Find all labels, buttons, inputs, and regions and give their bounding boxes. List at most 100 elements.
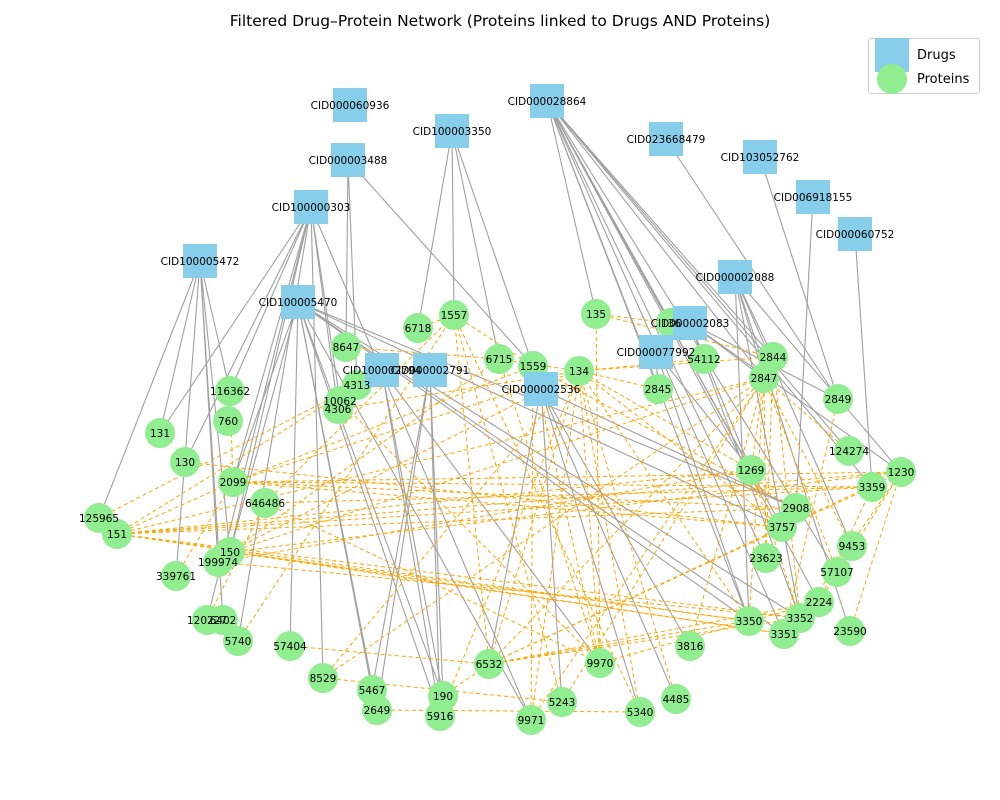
- protein-node-1269: [736, 455, 766, 485]
- drug-protein-edge: [546, 100, 597, 315]
- drug-protein-edge: [759, 156, 839, 400]
- protein-protein-edge: [488, 620, 750, 665]
- drug-protein-edge: [429, 369, 444, 697]
- protein-label: 5740: [225, 636, 252, 648]
- drug-node-CID006918155: [796, 180, 830, 214]
- protein-node-130: [170, 447, 200, 477]
- protein-protein-edge: [116, 469, 752, 535]
- drug-protein-edge: [488, 388, 542, 665]
- protein-protein-edge: [488, 471, 902, 665]
- protein-protein-edge: [229, 377, 765, 553]
- protein-label: 190: [433, 691, 453, 703]
- graph-nodes: [84, 84, 916, 735]
- protein-label: 1557: [441, 310, 468, 322]
- protein-label: 2099: [220, 477, 247, 489]
- drug-protein-edge: [310, 206, 532, 721]
- protein-protein-edge: [116, 486, 873, 535]
- protein-protein-edge: [453, 314, 534, 367]
- drug-label: CID100003350: [413, 126, 492, 138]
- protein-label: 2649: [364, 705, 391, 717]
- protein-label: 199974: [198, 557, 238, 569]
- protein-label: 5467: [359, 685, 386, 697]
- drug-label: CID103052762: [721, 152, 800, 164]
- protein-protein-edge: [116, 377, 765, 535]
- protein-node-6402: [208, 605, 238, 635]
- protein-label: 2847: [751, 373, 778, 385]
- legend-drugs-label: Drugs: [917, 47, 956, 63]
- drug-label: CID000060936: [311, 100, 390, 112]
- protein-node-2849: [823, 384, 853, 414]
- protein-node-2845: [643, 374, 673, 404]
- protein-label: 8647: [333, 342, 360, 354]
- protein-node-2099: [218, 467, 248, 497]
- drug-node-CID000002083: [673, 306, 707, 340]
- protein-label: 135: [586, 309, 606, 321]
- protein-protein-edge: [232, 481, 783, 528]
- protein-label: 4313: [344, 380, 371, 392]
- protein-protein-edge: [98, 384, 358, 519]
- chart-title: Filtered Drug–Protein Network (Proteins …: [229, 12, 771, 30]
- protein-protein-edge: [217, 469, 752, 563]
- protein-node-2649: [362, 695, 392, 725]
- protein-protein-edge: [748, 377, 765, 622]
- drug-label: CID000002083: [651, 318, 730, 330]
- protein-protein-edge: [264, 486, 873, 504]
- drug-protein-edge: [98, 260, 201, 519]
- protein-protein-edge: [561, 377, 765, 703]
- drug-protein-edge: [297, 301, 378, 711]
- protein-node-5740: [223, 626, 253, 656]
- protein-label: 2908: [783, 503, 810, 515]
- drug-protein-edge: [734, 276, 902, 473]
- drug-protein-edge: [546, 100, 850, 452]
- protein-node-1557: [439, 300, 469, 330]
- protein-node-2847: [749, 363, 779, 393]
- drug-protein-edge: [229, 301, 299, 553]
- protein-protein-edge: [763, 377, 850, 452]
- protein-protein-edge: [232, 471, 902, 483]
- protein-label: 9453: [839, 541, 866, 553]
- protein-protein-edge: [229, 358, 500, 553]
- protein-protein-edge: [116, 481, 234, 535]
- drug-protein-edge: [540, 388, 641, 713]
- protein-circle-icon: [877, 64, 907, 94]
- drug-label: CID000077992: [617, 347, 696, 359]
- drug-protein-edge: [451, 130, 455, 316]
- protein-node-1230: [886, 457, 916, 487]
- protein-node-124274: [834, 436, 864, 466]
- drug-node-CID100003350: [435, 114, 469, 148]
- protein-protein-edge: [595, 313, 601, 664]
- protein-protein-edge: [289, 645, 490, 665]
- protein-node-9971: [516, 705, 546, 735]
- drug-protein-edge: [546, 100, 767, 559]
- protein-protein-edge: [232, 481, 873, 488]
- drug-protein-edge: [159, 260, 201, 434]
- protein-node-135: [581, 299, 611, 329]
- protein-label: 23590: [833, 626, 866, 638]
- protein-label: 646486: [245, 498, 285, 510]
- protein-protein-edge: [578, 370, 750, 622]
- protein-label: 134: [569, 366, 589, 378]
- protein-node-3351: [769, 619, 799, 649]
- protein-label: 2845: [645, 384, 672, 396]
- protein-label: 116362: [210, 386, 250, 398]
- drug-label: CID000003488: [309, 155, 388, 167]
- drug-protein-edge: [376, 369, 431, 711]
- protein-node-3816: [675, 631, 705, 661]
- protein-label: 4485: [663, 694, 690, 706]
- protein-label: 151: [107, 529, 127, 541]
- protein-node-54112: [689, 344, 719, 374]
- drug-node-CID100005470: [281, 285, 315, 319]
- drug-protein-edge: [159, 206, 312, 434]
- protein-protein-edge: [578, 370, 641, 713]
- drug-protein-edge: [417, 130, 453, 329]
- protein-node-3757: [767, 512, 797, 542]
- protein-protein-edge: [578, 370, 752, 471]
- drug-protein-edge: [232, 301, 299, 483]
- protein-label: 57107: [820, 567, 853, 579]
- protein-label: 1269: [738, 465, 765, 477]
- drug-protein-edge: [546, 100, 774, 358]
- protein-label: 8529: [310, 673, 337, 685]
- drug-node-CID000002791: [413, 353, 447, 387]
- protein-label: 3352: [787, 613, 814, 625]
